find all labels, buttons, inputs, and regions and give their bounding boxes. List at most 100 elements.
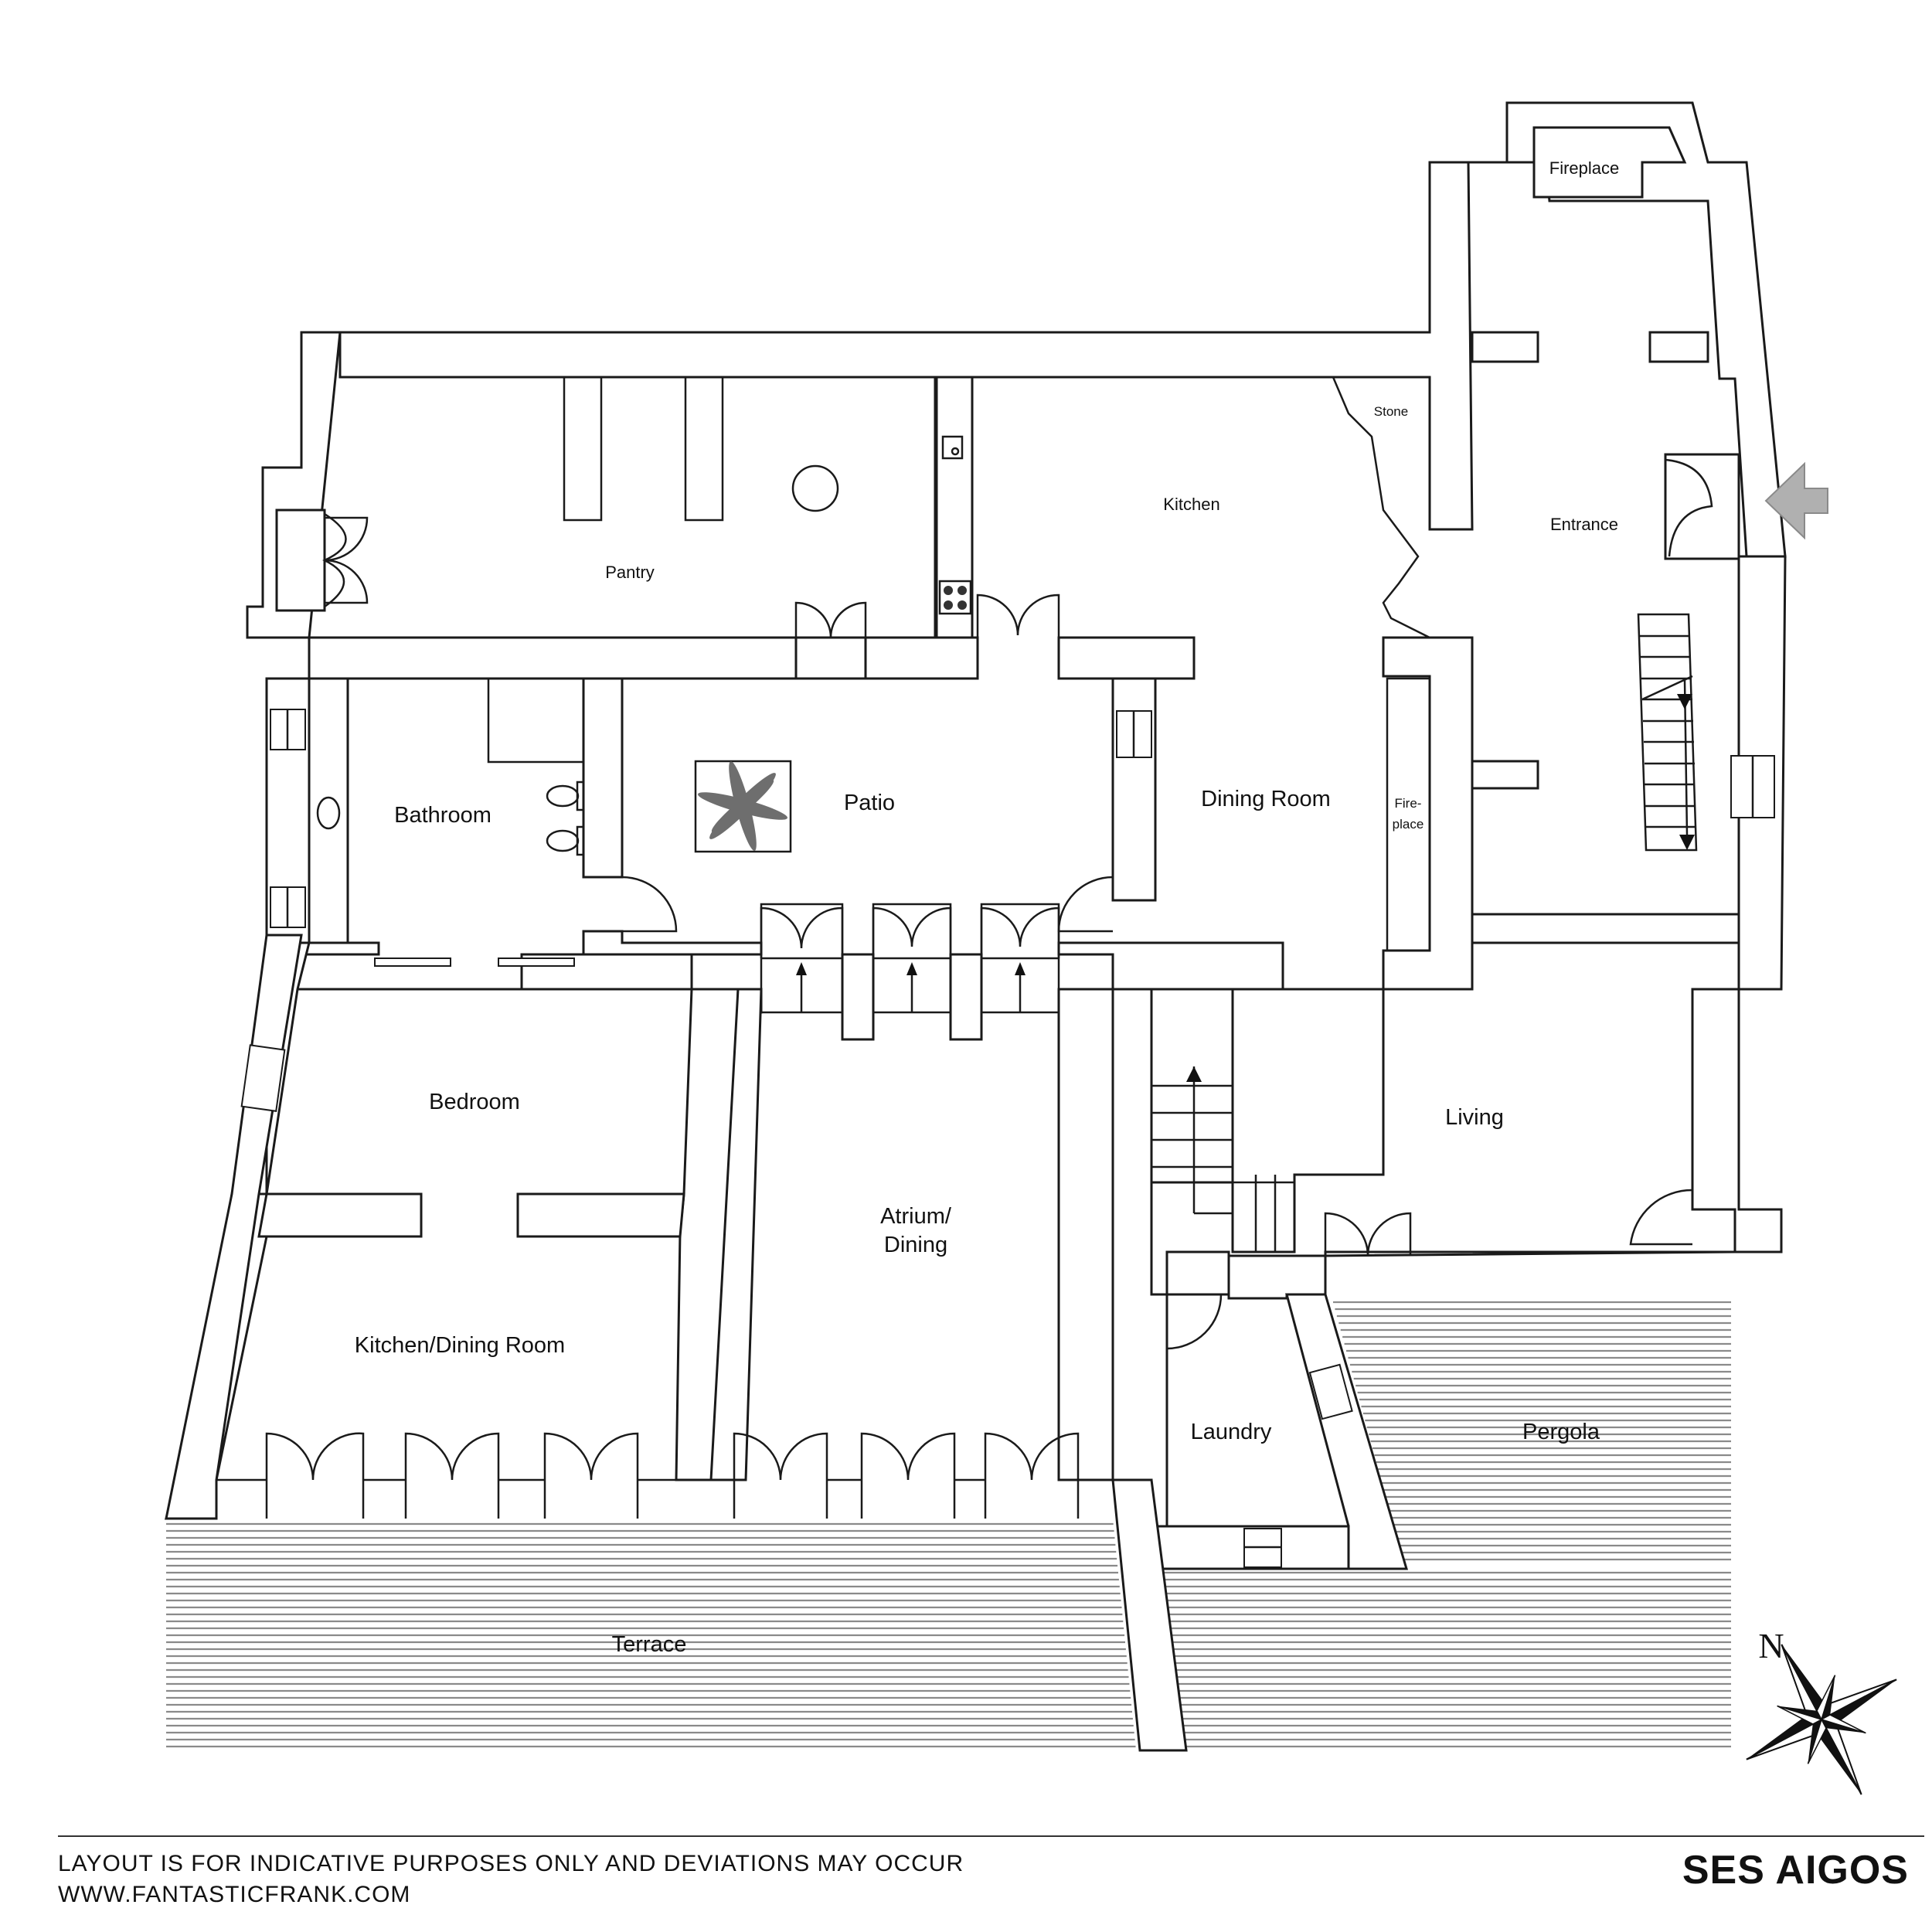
top-fireplace-wall (1532, 126, 1687, 199)
label-dining-room: Dining Room (1201, 787, 1331, 811)
label-pantry: Pantry (605, 563, 655, 582)
arch-pillar-1 (841, 953, 875, 1041)
window-corridor-1 (374, 957, 451, 967)
kitchen-dining-door-1 (265, 1432, 365, 1519)
label-bedroom: Bedroom (429, 1090, 520, 1114)
bathroom-east-wall (582, 677, 624, 879)
label-entrance: Entrance (1550, 515, 1618, 534)
entrance-staircase (1637, 613, 1698, 852)
footer-divider (58, 1835, 1924, 1837)
burner-3-icon (944, 600, 953, 610)
laundry-east-wall (1285, 1293, 1409, 1570)
stair-up-arrow-icon (1186, 1066, 1202, 1082)
cooktop-icon (938, 580, 972, 615)
pergola-decking (1333, 1301, 1731, 1561)
label-patio: Patio (844, 791, 895, 815)
label-atrium-1: Atrium/ (880, 1204, 952, 1229)
palm-plant-icon (697, 760, 788, 852)
basin-icon (316, 796, 341, 830)
property-name: SES AIGOS (1682, 1848, 1909, 1893)
stair-mid-arrow-icon (1677, 694, 1692, 709)
dining-east-wall (1382, 636, 1474, 991)
compass-rose-icon: N (1746, 1626, 1897, 1795)
living-terrace-door (1629, 1189, 1693, 1246)
pantry-round-table (791, 464, 839, 512)
pantry-shelf-2 (684, 376, 724, 522)
stone-fireplace-outline (1332, 376, 1430, 639)
atrium-arrow-1-icon (796, 962, 807, 975)
laundry-north-wall (1165, 1250, 1230, 1296)
side-fireplace (1386, 677, 1431, 952)
atrium-south-door-3 (984, 1432, 1080, 1519)
bidet-bowl-icon (546, 829, 580, 852)
pantry-shelf-1 (563, 376, 603, 522)
arch-pillar-2 (949, 953, 983, 1041)
patio-dining-door (1057, 876, 1114, 933)
kitchen-dining-door-2 (404, 1432, 500, 1519)
label-bathroom: Bathroom (394, 803, 492, 828)
label-fireplace-side-1: Fire- (1395, 796, 1422, 811)
atrium-west-wall (709, 988, 763, 1481)
compass-north-label: N (1758, 1626, 1784, 1665)
patio-planter (694, 760, 792, 853)
bedroom-south-wall-left (257, 1192, 423, 1238)
toilet-bowl-icon (546, 784, 580, 808)
label-fireplace-top: Fireplace (1549, 158, 1619, 178)
patio-north-wall (1057, 636, 1196, 680)
bathroom-divider-wall (308, 677, 349, 944)
inner-staircase (1151, 1066, 1294, 1252)
entrance-wall-upper (1471, 331, 1539, 363)
label-fireplace-side-2: place (1393, 817, 1424, 832)
laundry-door (1165, 1294, 1223, 1350)
entrance-arrow-icon (1764, 461, 1828, 540)
room-labels: Fireplace Stone Kitchen Entrance Pantry … (355, 158, 1619, 1657)
kitchen-patio-door (976, 594, 1060, 679)
living-pergola-door (1324, 1212, 1412, 1257)
window-bedroom (240, 1044, 286, 1112)
burner-1-icon (944, 586, 953, 595)
living-south-wall (1324, 988, 1783, 1257)
entrance-wall-mid (1471, 760, 1539, 790)
laundry-north-wall-right (1227, 1254, 1327, 1300)
shower-tray (487, 677, 585, 764)
entrance-front-door (1665, 458, 1713, 557)
atrium-east-wall (1057, 988, 1114, 1481)
burner-2-icon (957, 586, 967, 595)
burner-4-icon (957, 600, 967, 610)
corridor-wall-patio (582, 930, 763, 956)
entrance-wall-right (1648, 331, 1709, 363)
label-living: Living (1445, 1105, 1504, 1130)
pantry-west-door (324, 516, 369, 604)
terrace-decking (166, 1519, 1731, 1754)
bedroom-south-wall-right (516, 1192, 685, 1238)
footer-text: LAYOUT IS FOR INDICATIVE PURPOSES ONLY A… (58, 1849, 964, 1910)
atrium-arrow-3-icon (1015, 962, 1026, 975)
entrance-south-wall (1471, 913, 1740, 944)
label-terrace: Terrace (612, 1632, 687, 1657)
atrium-arch-doors (760, 903, 1060, 1014)
atrium-arrow-2-icon (906, 962, 917, 975)
label-pergola: Pergola (1522, 1420, 1600, 1444)
doors (216, 453, 1740, 1519)
kitchen-counter-wall (935, 376, 974, 639)
label-kitchen: Kitchen (1163, 495, 1219, 514)
stair-down-arrow-icon (1679, 835, 1695, 850)
pantry-patio-door (794, 601, 867, 679)
window-laundry (1308, 1363, 1353, 1420)
label-stone: Stone (1374, 404, 1408, 419)
window-corridor-2 (498, 957, 575, 967)
pathway-wall (1111, 1478, 1188, 1752)
fixtures (316, 376, 1698, 1252)
label-atrium-2: Dining (884, 1233, 947, 1257)
pantry-south-wall-2 (864, 636, 979, 680)
windows (240, 709, 1775, 1568)
label-kitchen-dining: Kitchen/Dining Room (355, 1333, 565, 1358)
living-west-wall (1231, 988, 1385, 1253)
footer-website[interactable]: WWW.FANTASTICFRANK.COM (58, 1882, 411, 1907)
kitchen-dining-door-3 (543, 1432, 639, 1519)
footer-disclaimer: LAYOUT IS FOR INDICATIVE PURPOSES ONLY A… (58, 1851, 964, 1876)
corridor-wall-dining (1057, 941, 1284, 991)
pantry-south-wall (308, 636, 798, 680)
kitchen-sink-icon (941, 435, 964, 460)
